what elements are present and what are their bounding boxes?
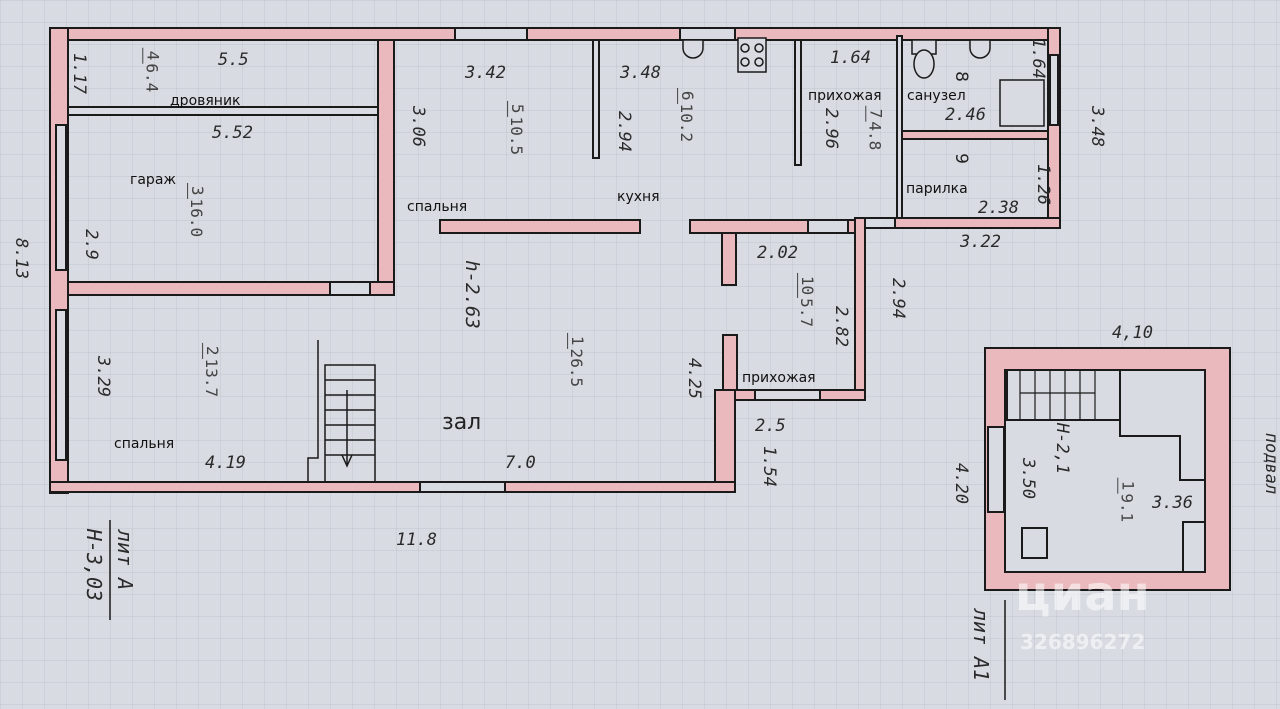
dim: 4.19 [205,453,246,473]
annex-dim: 4,10 [1112,323,1153,343]
dim: 1.54 [758,446,779,487]
fixtures [682,37,1045,127]
room-name-garage: гараж [130,172,177,188]
dim: 3.48 [1086,106,1107,147]
dim: 3.06 [407,106,428,147]
dim: 3.22 [960,232,1001,252]
dim: 7.0 [505,453,536,473]
watermark-logo: циан [1015,566,1150,622]
room-name-kitchen: кухня [617,189,660,205]
dim: 8.13 [10,238,31,279]
dim: 2.82 [830,306,851,347]
lit-underlines [109,520,1006,700]
dim: 2.46 [945,105,986,125]
room-name-hallway-2: прихожая [742,370,816,386]
lit-a-height: Н-3,03 [82,528,107,602]
ceiling-height: h-2.63 [460,260,483,329]
annex-dim: 4.20 [950,463,971,504]
staircase [307,340,376,483]
dim: 2.5 [755,416,786,436]
room-8-num: 8 [950,71,971,82]
dim: 1.17 [68,53,89,94]
lit-a1-title: лит А1 [969,608,994,682]
room-name-woodshed: дровяник [170,93,241,109]
dim: 2.94 [887,278,908,319]
annex-dim: 3.50 [1017,458,1038,499]
dim: 2.94 [613,111,634,152]
dim: 11.8 [396,530,437,550]
inner-walls [67,35,1049,391]
room-9-num: 9 [950,153,971,164]
room-name-hall: зал [442,410,482,435]
dim: 1.64 [830,48,871,68]
room-name-bathroom: санузел [907,88,966,104]
dim: 5.52 [212,123,253,143]
room-name-bedroom: спальня [407,199,468,215]
dim: 2.96 [820,108,841,149]
annex-height: Н-2,1 [1052,422,1073,475]
annex-label-basement: подвал [1261,432,1280,495]
dim: 5.5 [218,50,249,70]
dim: 2.9 [80,229,101,260]
windows [55,27,1059,493]
annex-dim: 3.36 [1152,493,1193,513]
dim: 4.25 [683,358,704,399]
lit-a-title: лит А [113,529,138,591]
dim: 1.64 [1027,38,1048,79]
room-name-bedroom-2: спальня [114,436,175,452]
dim: 3.48 [620,63,661,83]
dim: 2.02 [757,243,798,263]
dim: 1.26 [1032,164,1053,205]
dim: 3.29 [92,356,113,397]
watermark-id: 326896272 [1020,630,1146,654]
annex-plan [984,347,1231,591]
room-name-hallway: прихожая [808,88,882,104]
room-name-steam-room: парилка [906,181,968,197]
dim: 2.38 [978,198,1019,218]
dim: 3.42 [465,63,506,83]
